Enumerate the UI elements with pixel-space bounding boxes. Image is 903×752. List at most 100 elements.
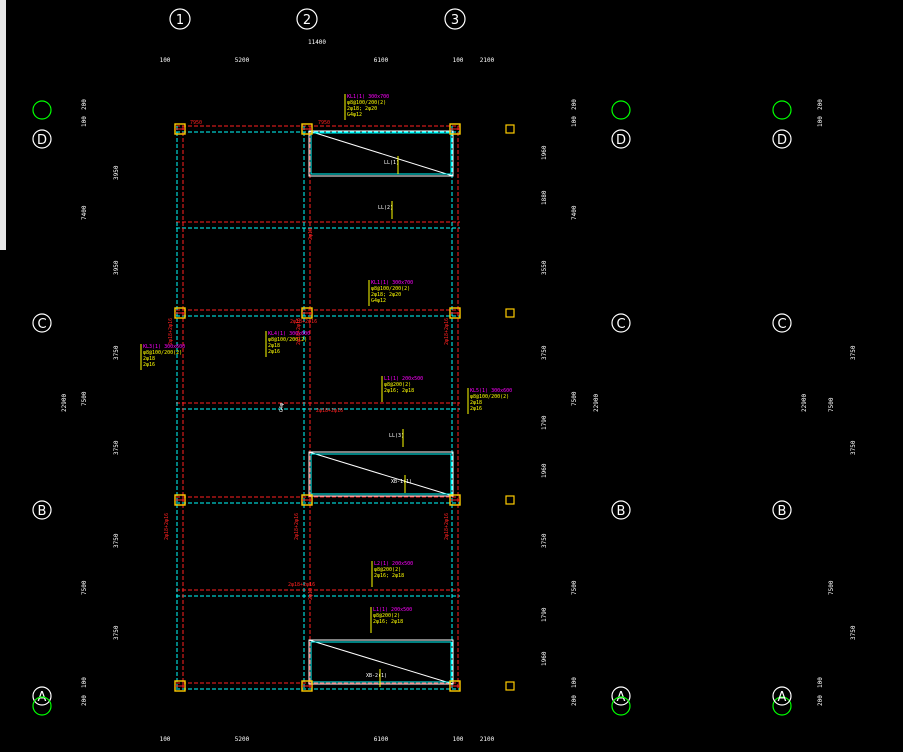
dim-text-right-inner: 1790 — [541, 607, 548, 622]
beam-label-line: 2φ16; 2φ18 — [373, 619, 403, 625]
column-marker — [505, 124, 515, 134]
view2-dim-text: 3750 — [850, 345, 857, 360]
beam-label-line: φ8@200(2) — [384, 382, 411, 388]
dim-text-bottom: 5200 — [235, 736, 250, 743]
slab-label: XB-2(1) — [366, 673, 387, 679]
columns — [174, 123, 515, 692]
axis-bubble — [772, 500, 792, 520]
beam-red-tag: 2φ18+2φ16 — [316, 408, 343, 414]
dim-text-left-inner: 3750 — [113, 533, 120, 548]
column-marker — [505, 308, 515, 318]
slab-diagonal — [308, 639, 454, 685]
dim-text-right-inner: 3750 — [541, 345, 548, 360]
beam-label-line: G4φ12 — [371, 298, 386, 304]
dim-text-bottom: 2100 — [480, 736, 495, 743]
dim-text-right-inner: 3550 — [541, 260, 548, 275]
empty-bubble — [32, 696, 52, 716]
beam-label-line: 2φ18 — [470, 400, 482, 406]
axis-bubble — [772, 686, 792, 706]
beam-red-tag: 2φ18+2φ16 — [444, 318, 450, 345]
axis-bubble-label: A — [778, 690, 787, 705]
dim-text-left-total: 22900 — [61, 394, 68, 412]
empty-bubble — [611, 100, 631, 120]
beam-label-line: 2φ18 — [268, 343, 280, 349]
small-tag: G4φ — [279, 403, 285, 412]
beam-label-line: 2φ16; 2φ18 — [374, 573, 404, 579]
axis-bubble — [296, 8, 318, 30]
dim-text-top-total: 11400 — [308, 39, 326, 46]
view2-dim-text: 100 — [817, 116, 824, 127]
axis-bubble — [772, 313, 792, 333]
axis-bubble-label: 3 — [451, 13, 459, 28]
slab-inner — [310, 453, 452, 495]
beam-red-tag: 2φ18+2φ16 — [444, 513, 450, 540]
dim-text-left: 100 — [81, 116, 88, 127]
view2-dim-text: 200 — [817, 695, 824, 706]
slab-panel — [308, 130, 454, 177]
beam-label-title: KL4(1) 300x600 — [268, 331, 310, 337]
dim-text-right: 7500 — [571, 580, 578, 595]
beam-label-line: φ8@100/200(2) — [371, 286, 410, 292]
slab-label: LL(1) — [384, 160, 399, 166]
slab-label: LL(3) — [389, 433, 404, 439]
axis-bubble — [32, 313, 52, 333]
dim-text-top: 100 — [160, 57, 171, 64]
dim-text-left: 7400 — [81, 205, 88, 220]
view2-dim-text: 200 — [817, 99, 824, 110]
dim-text-left-inner: 3950 — [113, 260, 120, 275]
beam-label-line: 2φ18; 2φ20 — [371, 292, 401, 298]
annotation-labels: LL(1)LL(2)LL(3)XB-1(1)XB-2(1)KL1(1) 300x… — [140, 94, 512, 687]
dim-text-left: 100 — [81, 677, 88, 688]
empty-bubble — [772, 100, 792, 120]
axis-bubble-label: C — [616, 317, 625, 332]
dim-text-top: 5200 — [235, 57, 250, 64]
dim-text-right-inner: 1960 — [541, 651, 548, 666]
beam-red-tag: 7950 — [318, 120, 330, 126]
axis-bubble — [32, 500, 52, 520]
dim-text-left-inner: 3950 — [113, 165, 120, 180]
view2-dim-text: 3750 — [850, 440, 857, 455]
beam-label-title: KL1(1) 300x700 — [347, 94, 389, 100]
beams — [176, 125, 460, 690]
beam-red-tag: 2φ18+2φ16 — [168, 318, 174, 345]
beam-label-title: L1(1) 200x500 — [373, 607, 412, 613]
axis-bubble — [32, 129, 52, 149]
dim-text-right: 200 — [571, 695, 578, 706]
beam-red-tag: 2φ18 — [308, 228, 314, 240]
panel-edge — [0, 0, 6, 250]
axis-bubble — [444, 8, 466, 30]
dim-text-right-inner: 1960 — [541, 145, 548, 160]
dim-text-right: 100 — [571, 116, 578, 127]
view2-dim-text: 7500 — [828, 580, 835, 595]
empty-bubble — [611, 696, 631, 716]
column-marker — [505, 681, 515, 691]
dim-text-bottom: 100 — [160, 736, 171, 743]
dim-text-top: 6100 — [374, 57, 389, 64]
beam-label-line: φ8@100/200(2) — [347, 100, 386, 106]
axis-bubble — [611, 129, 631, 149]
dim-text-right-total: 22900 — [593, 394, 600, 412]
beam-label-title: KL1(1) 300x700 — [371, 280, 413, 286]
axis-bubble-label: C — [777, 317, 786, 332]
beam-label-title: L1(1) 200x500 — [384, 376, 423, 382]
beam-red-tag: 2φ18+2φ16 — [296, 318, 302, 345]
slab-label: XB-1(1) — [391, 479, 412, 485]
dim-text-left: 200 — [81, 99, 88, 110]
axis-bubble-label: 1 — [176, 13, 184, 28]
slab-diagonals — [308, 130, 454, 685]
dim-text-right: 7500 — [571, 391, 578, 406]
dim-text-left-inner: 3750 — [113, 345, 120, 360]
beam-label-line: φ8@100/200(2) — [268, 337, 307, 343]
axis-bubble-label: D — [37, 133, 47, 148]
axis-bubble — [611, 500, 631, 520]
slab-diagonal — [308, 130, 454, 177]
dim-text-left: 7500 — [81, 580, 88, 595]
empty-bubble — [32, 100, 52, 120]
dim-text-top: 100 — [453, 57, 464, 64]
view2-dim-text: 7500 — [828, 397, 835, 412]
beam-label-line: 2φ16 — [143, 362, 155, 368]
beam-label-line: 2φ18; 2φ20 — [347, 106, 377, 112]
